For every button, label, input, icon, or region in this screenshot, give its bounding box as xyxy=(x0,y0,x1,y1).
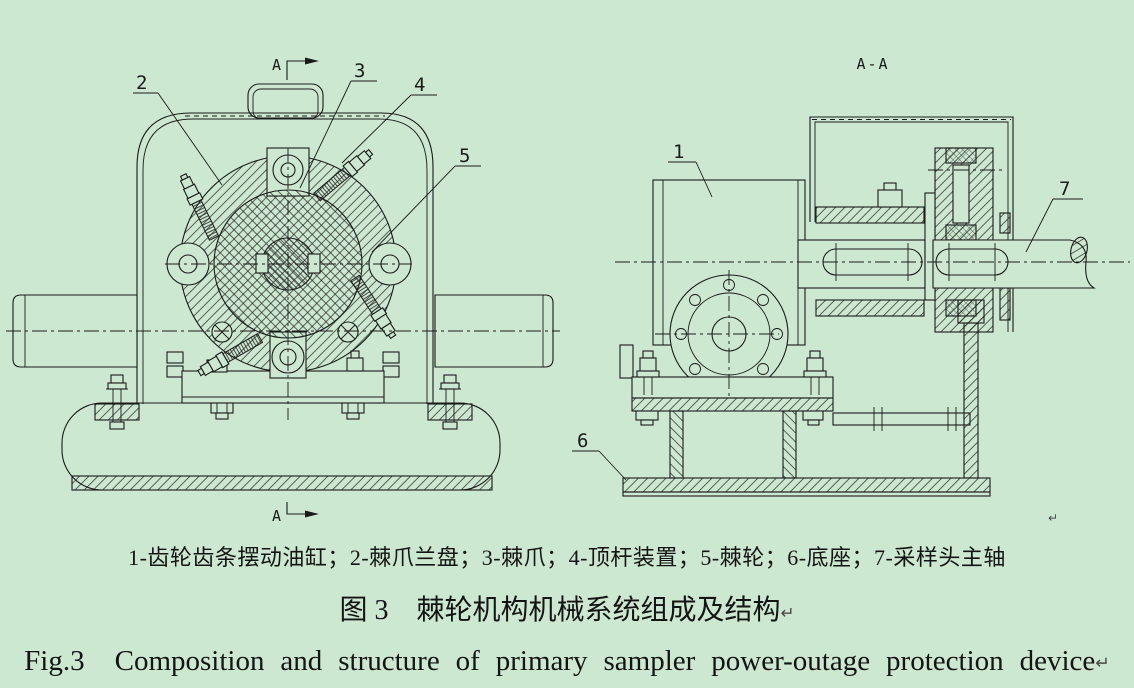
right-wall xyxy=(963,322,979,479)
section-cut-label-top: A xyxy=(272,56,281,74)
engineering-drawing: A A 2 3 4 xyxy=(6,55,1130,525)
bearing-bracket xyxy=(619,344,834,426)
sampler-main-shaft xyxy=(797,192,1096,301)
front-view: A A 2 3 4 xyxy=(6,56,560,525)
housing xyxy=(136,112,434,404)
svg-text:6: 6 xyxy=(577,430,588,452)
foot-pad-right xyxy=(427,403,473,421)
figure-title-en: Composition and structure of primary sam… xyxy=(114,645,1096,677)
svg-text:3: 3 xyxy=(354,60,365,82)
pawl-shelf-upper xyxy=(815,206,925,224)
section-cut-label-bottom: A xyxy=(272,507,281,525)
flange-lobe-left xyxy=(166,242,210,286)
figure-number-en: Fig.3 xyxy=(24,645,85,677)
callout-4: 4 xyxy=(341,74,437,164)
svg-text:4: 4 xyxy=(414,74,425,96)
figure-number-zh: 图 3 xyxy=(339,595,389,626)
figure-title-zh: 棘轮机构机械系统组成及结构 xyxy=(416,595,781,626)
return-mark-en: ↵ xyxy=(1095,653,1110,674)
pawl-bolt xyxy=(877,182,903,208)
figure-caption-en: Fig.3 Composition and structure of primar… xyxy=(0,645,1134,678)
section-cut-marker-top: A xyxy=(272,56,319,80)
key-left xyxy=(255,253,269,274)
svg-text:5: 5 xyxy=(459,145,470,167)
lower-rail xyxy=(832,407,971,431)
callout-1: 1 xyxy=(668,141,713,198)
lifting-handle xyxy=(247,83,324,120)
callout-6: 6 xyxy=(572,430,627,481)
foot-pad-left xyxy=(94,403,140,421)
callout-3: 3 xyxy=(299,60,377,189)
figure-caption-zh: 图 3 棘轮机构机械系统组成及结构↵ xyxy=(0,588,1134,628)
oil-cylinder-shaft-left xyxy=(12,294,138,368)
section-view: A-A xyxy=(572,55,1130,525)
key-right xyxy=(307,253,321,274)
ratchet-hub-upper xyxy=(934,147,994,241)
support-column-right xyxy=(782,410,797,479)
ratchet-assembly xyxy=(166,146,412,380)
svg-text:1: 1 xyxy=(673,141,684,163)
callout-7: 7 xyxy=(1025,178,1083,253)
return-mark-drawing: ↵ xyxy=(1048,511,1058,525)
callout-2: 2 xyxy=(133,72,223,186)
svg-text:2: 2 xyxy=(136,72,147,94)
support-column-left xyxy=(669,410,684,479)
callout-5: 5 xyxy=(371,145,481,253)
section-cut-marker-bottom: A xyxy=(272,502,319,525)
svg-text:7: 7 xyxy=(1059,178,1070,200)
return-mark-zh: ↵ xyxy=(780,602,795,623)
wall-bracket xyxy=(957,299,985,324)
parts-legend: 1-齿轮齿条摆动油缸；2-棘爪兰盘；3-棘爪；4-顶杆装置；5-棘轮；6-底座；… xyxy=(128,545,1006,570)
section-view-label: A-A xyxy=(856,55,889,73)
pawl-shelf-lower xyxy=(815,299,925,317)
base-plate xyxy=(622,477,991,497)
